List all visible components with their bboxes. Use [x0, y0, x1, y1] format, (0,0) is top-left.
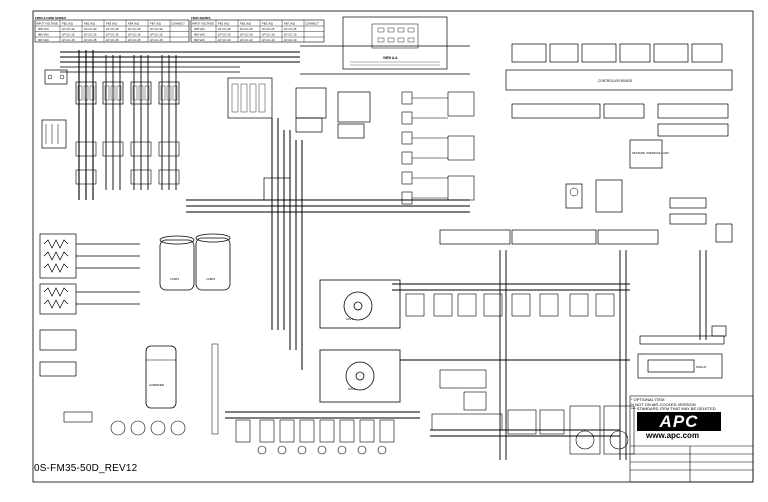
- td-right-2-4: LP-CC-10: [284, 38, 297, 42]
- sensor-row: [405, 293, 635, 455]
- power-input-section: [41, 50, 300, 200]
- legend-notes: * OPTIONAL ITEM ** NOT ON AIR-COOLED VER…: [631, 397, 716, 412]
- apc-logo: APC: [637, 412, 721, 431]
- td-left-0-4: LP-CC-30: [128, 27, 141, 31]
- display-label: DISPLAY: [696, 365, 707, 369]
- td-right-0-4: LP-CC-25: [284, 27, 297, 31]
- humidifier: HUMIDIFIER: [145, 343, 219, 435]
- td-right-2-3: LP-CC-10: [262, 38, 275, 42]
- td-right-0-2: LP-CC-25: [240, 27, 253, 31]
- td-left-2-3: LP-CC-15: [106, 38, 119, 42]
- view-a-a-label: VIEW A-A: [383, 56, 398, 60]
- td-right-2-0: 600 VAC: [194, 38, 205, 42]
- comp1-label: COMP1: [170, 277, 180, 281]
- th-right-4: FB7 (A1): [284, 22, 295, 26]
- th-right-5: CONNECT: [305, 22, 319, 26]
- controller-board-label: CONTROLLER BOARD: [598, 79, 633, 83]
- td-left-2-1: LP-CC-15: [62, 38, 75, 42]
- view-a-a-detail: VIEW A-A: [342, 16, 448, 70]
- note-standard-deletable: *** STANDARD ITEM THAT MAY BE DELETED: [631, 406, 716, 412]
- drawing-reference: 0S-FM35-50D_REV12: [34, 463, 138, 474]
- td-right-2-1: LP-CC-10: [218, 38, 231, 42]
- fan-assemblies: FAN 1 FAN 2: [319, 279, 401, 403]
- td-right-2-2: LP-CC-10: [240, 38, 253, 42]
- td-left-1-1: LP-CC-15: [62, 33, 75, 37]
- td-left-0-0: 208 VAC: [38, 27, 49, 31]
- td-left-1-5: LP-CC-15: [150, 33, 163, 37]
- td-right-1-0: 480 VAC: [194, 33, 205, 37]
- title-block: [629, 395, 754, 483]
- display-panel: DISPLAY: [637, 325, 727, 379]
- td-left-0-2: LP-CC-30: [84, 27, 97, 31]
- th-left-6: CONNECT: [171, 22, 185, 26]
- network-card-label: NETWORK INTERFACE CARD: [632, 151, 669, 155]
- note-not-air-cooled: ** NOT ON AIR-COOLED VERSION: [631, 401, 696, 407]
- td-left-1-0: 480 VAC: [38, 33, 49, 37]
- th-left-5: FB7 (A1): [150, 22, 161, 26]
- table-right-title: FM35 SERIES: [191, 16, 211, 20]
- td-left-2-5: LP-CC-15: [150, 38, 163, 42]
- fm50-fm60-table: FM50 & FM60 SERIES INPUT VOLTAGE FB1 (A1…: [34, 16, 190, 43]
- th-right-3: FB3 (A1): [262, 22, 273, 26]
- th-left-1: FB1 (A1): [62, 22, 73, 26]
- central-relays: [186, 45, 470, 370]
- td-left-1-3: LP-CC-15: [106, 33, 119, 37]
- fan2-label: FAN 2: [348, 387, 356, 391]
- website-label: www.apc.com: [646, 431, 700, 440]
- reheat-coils: [39, 233, 140, 377]
- td-right-1-2: LP-CC-10: [240, 33, 253, 37]
- td-left-0-1: LP-CC-30: [62, 27, 75, 31]
- bottom-left-components: [63, 411, 395, 455]
- compressors: COMP1 COMP2: [159, 233, 231, 291]
- humidifier-label: HUMIDIFIER: [149, 383, 164, 387]
- td-right-1-3: LP-CC-10: [262, 33, 275, 37]
- td-left-2-4: LP-CC-15: [128, 38, 141, 42]
- terminal-blocks-middle: [401, 91, 475, 205]
- td-right-1-4: LP-CC-10: [284, 33, 297, 37]
- td-left-2-0: 600 VAC: [38, 38, 49, 42]
- td-right-0-0: 208 VAC: [194, 27, 205, 31]
- th-right-2: FB2 (A1): [240, 22, 251, 26]
- td-left-0-3: LP-CC-30: [106, 27, 119, 31]
- controller-board: CONTROLLER BOARD: [439, 43, 733, 245]
- td-right-0-1: LP-CC-25: [218, 27, 231, 31]
- td-left-1-4: LP-CC-15: [128, 33, 141, 37]
- td-right-0-3: LP-CC-25: [262, 27, 275, 31]
- comp2-label: COMP2: [206, 277, 216, 281]
- network-interface-card: NETWORK INTERFACE CARD: [565, 139, 733, 243]
- th-right-1: FB1 (A1): [218, 22, 229, 26]
- note-optional: * OPTIONAL ITEM: [631, 397, 665, 402]
- fm35-table: FM35 SERIES INPUT VOLTAGE FB1 (A1) FB2 (…: [190, 16, 325, 43]
- th-left-0: INPUT VOLTAGE: [36, 22, 58, 26]
- td-left-0-5: LP-CC-30: [150, 27, 163, 31]
- lower-harness: [225, 250, 707, 460]
- td-right-1-1: LP-CC-10: [218, 33, 231, 37]
- sheet-border: [32, 10, 754, 483]
- th-left-4: FB4 (A1): [128, 22, 139, 26]
- th-left-2: FB2 (A1): [84, 22, 95, 26]
- th-right-0: INPUT VOLTAGE: [192, 22, 214, 26]
- table-left-title: FM50 & FM60 SERIES: [35, 16, 66, 20]
- td-left-2-2: LP-CC-15: [84, 38, 97, 42]
- td-left-1-2: LP-CC-15: [84, 33, 97, 37]
- th-left-3: FB3 (A1): [106, 22, 117, 26]
- fan1-label: FAN 1: [346, 317, 354, 321]
